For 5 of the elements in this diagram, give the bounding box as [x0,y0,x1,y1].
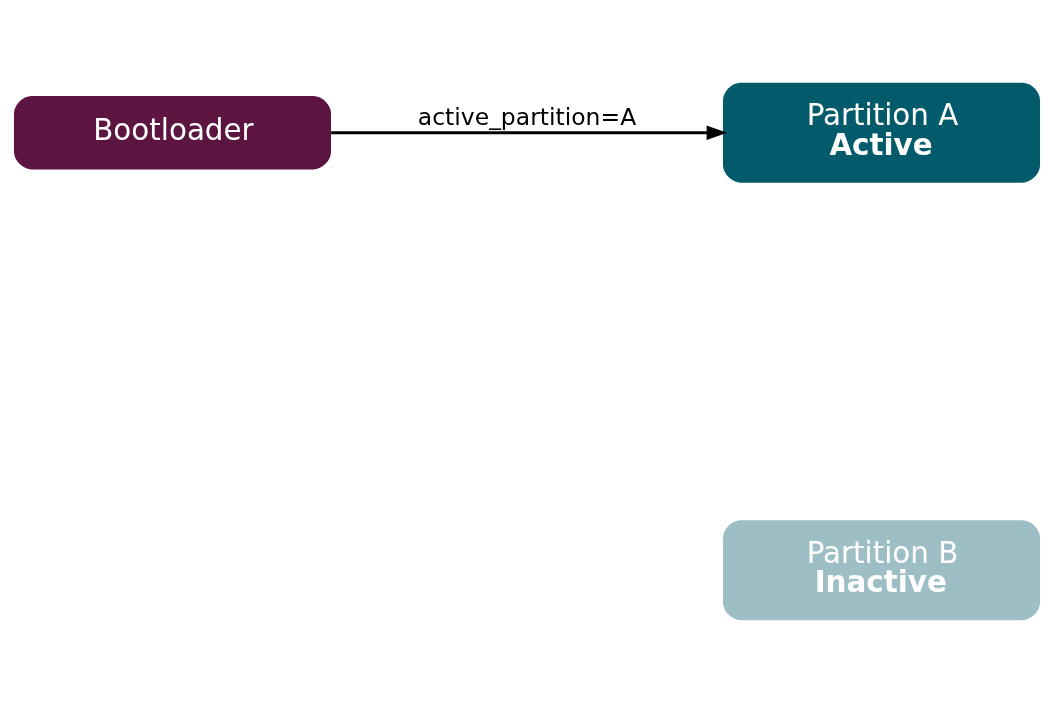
node-box: Partition A Active [722,82,1041,183]
node-box: Partition B Inactive [722,519,1041,620]
node-box: Bootloader [13,95,332,169]
edge-label: active_partition=A [417,102,637,131]
arrow [331,125,728,140]
